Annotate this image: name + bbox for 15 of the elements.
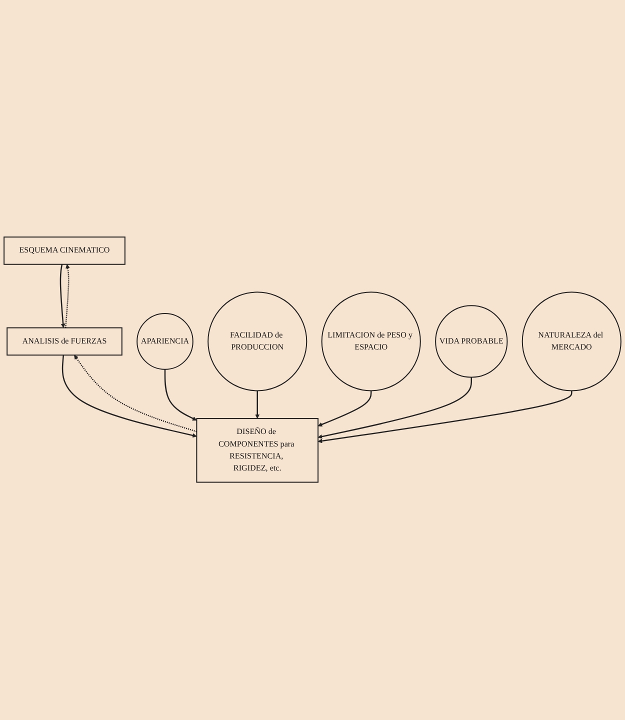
node-box: ANALISIS de FUERZAS xyxy=(6,328,122,356)
arrow xyxy=(255,391,260,420)
node-box: DISEÑO de COMPONENTES para RESISTENCIA, RIGIDEZ, etc. xyxy=(196,418,319,484)
arrow xyxy=(318,391,372,427)
arrow xyxy=(318,378,472,440)
arrow xyxy=(60,264,66,328)
node-circle: FACILIDAD de PRODUCCION xyxy=(208,292,308,392)
node-circle: NATURALEZA del MERCADO xyxy=(522,292,622,392)
node-circle: LIMITACION de PESO y ESPACIO xyxy=(321,292,421,392)
arrow xyxy=(318,391,572,444)
arrow xyxy=(164,370,197,421)
node-circle: VIDA PROBABLE xyxy=(435,305,508,378)
arrow xyxy=(64,264,70,328)
node-circle: APARIENCIA xyxy=(136,313,194,370)
node-box: ESQUEMA CINEMATICO xyxy=(4,236,126,266)
